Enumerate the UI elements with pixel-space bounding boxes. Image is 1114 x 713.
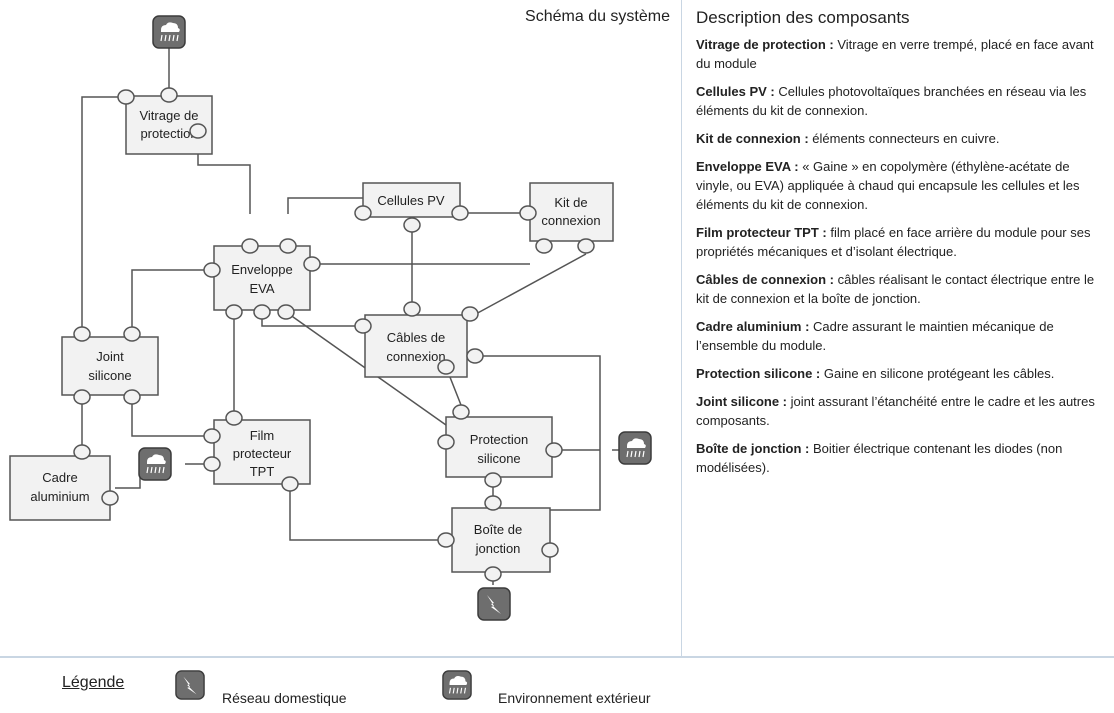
node-vitrage-label-2: protection — [140, 126, 197, 141]
description-term: Câbles de connexion : — [696, 272, 834, 287]
node-enveloppe-label-1: Enveloppe — [231, 262, 292, 277]
node-cadre-label-1: Cadre — [42, 470, 77, 485]
node-film: Film protecteur TPT — [213, 419, 311, 485]
description-term: Boîte de jonction : — [696, 441, 810, 456]
node-enveloppe: Enveloppe EVA — [213, 245, 311, 311]
description-text: Vitrage en verre trempé, placé en face a… — [696, 37, 1094, 71]
legend-title: Légende — [62, 674, 125, 691]
node-film-label-2: protecteur — [233, 446, 292, 461]
wire-joint-film — [131, 397, 212, 437]
node-joint: Joint silicone — [61, 336, 159, 396]
description-term: Protection silicone : — [696, 366, 821, 381]
description-item: Boîte de jonction : Boitier électrique c… — [696, 439, 1108, 477]
description-item: Joint silicone : joint assurant l’étanch… — [696, 392, 1108, 430]
description-text: câbles réalisant le contact électrique e… — [696, 272, 1095, 306]
node-kit-label-2: connexion — [541, 213, 600, 228]
description-text: joint assurant l’étanchéité entre le cad… — [696, 394, 1095, 428]
connections — [81, 48, 619, 585]
description-text: Gaine en silicone protégeant les câbles. — [820, 366, 1055, 381]
diagram-title: Schéma du système — [525, 8, 670, 25]
description-term: Film protecteur TPT : — [696, 225, 827, 240]
node-protection-label-2: silicone — [477, 451, 520, 466]
wire-enveloppe-cables — [261, 312, 363, 327]
node-boite-label-2: jonction — [475, 541, 521, 556]
description-text: Cadre assurant le maintien mécanique de … — [696, 319, 1054, 353]
node-joint-label-1: Joint — [96, 349, 124, 364]
node-protection-label-1: Protection — [470, 432, 529, 447]
description-text: « Gaine » en copolymère (éthylène-acétat… — [696, 159, 1080, 212]
node-film-label-3: TPT — [250, 464, 275, 479]
node-kit-label-1: Kit de — [554, 195, 587, 210]
lightning-bolt-icon — [175, 670, 205, 700]
description-term: Vitrage de protection : — [696, 37, 834, 52]
components-description: Description des composants Vitrage de pr… — [696, 8, 1108, 486]
description-item: Protection silicone : Gaine en silicone … — [696, 364, 1108, 383]
description-item: Kit de connexion : éléments connecteurs … — [696, 129, 1108, 148]
node-film-label-1: Film — [250, 428, 275, 443]
description-text: Boitier électrique contenant les diodes … — [696, 441, 1063, 475]
description-term: Cellules PV : — [696, 84, 775, 99]
node-kit: Kit de connexion — [529, 182, 614, 242]
description-text: film placé en face arrière du module pou… — [696, 225, 1091, 259]
description-list: Vitrage de protection : Vitrage en verre… — [696, 35, 1108, 477]
horizontal-divider — [0, 656, 1114, 658]
node-cadre-label-2: aluminium — [30, 489, 89, 504]
wire-cables-boite — [475, 355, 601, 511]
description-item: Enveloppe EVA : « Gaine » en copolymère … — [696, 157, 1108, 214]
description-item: Vitrage de protection : Vitrage en verre… — [696, 35, 1108, 73]
legend-environment-label: Environnement extérieur — [498, 690, 651, 706]
node-cellules: Cellules PV — [362, 182, 461, 218]
system-diagram: Schéma du système — [9, 8, 670, 621]
wire-vitrage-joint — [81, 96, 126, 329]
description-item: Câbles de connexion : câbles réalisant l… — [696, 270, 1108, 308]
node-enveloppe-label-2: EVA — [249, 281, 274, 296]
node-joint-label-2: silicone — [88, 368, 131, 383]
ports — [73, 87, 595, 582]
description-term: Joint silicone : — [696, 394, 788, 409]
description-item: Cellules PV : Cellules photovoltaïques b… — [696, 82, 1108, 120]
node-cadre: Cadre aluminium — [9, 455, 111, 521]
weather-rain-icon — [442, 670, 472, 700]
diagram-canvas: Vitrage de protection Cellules PV Kit de… — [9, 15, 652, 621]
wire-enveloppe-cellules — [287, 197, 363, 214]
legend: Légende Réseau domestique Environnement … — [0, 660, 1114, 713]
description-title: Description des composants — [696, 8, 910, 27]
description-term: Enveloppe EVA : — [696, 159, 799, 174]
weather-rain-icon — [618, 431, 652, 465]
description-term: Cadre aluminium : — [696, 319, 810, 334]
wire-enveloppe-joint — [131, 269, 212, 329]
description-item: Cadre aluminium : Cadre assurant le main… — [696, 317, 1108, 355]
description-item: Film protecteur TPT : film placé en face… — [696, 223, 1108, 261]
node-vitrage-label-1: Vitrage de — [139, 108, 198, 123]
weather-rain-icon — [138, 447, 172, 481]
node-boite: Boîte de jonction — [451, 507, 551, 573]
node-cables-label-1: Câbles de — [387, 330, 446, 345]
node-cellules-label: Cellules PV — [377, 193, 445, 208]
legend-grid-label: Réseau domestique — [222, 690, 347, 706]
lightning-bolt-icon — [477, 587, 511, 621]
node-protection: Protection silicone — [445, 416, 553, 478]
description-text: éléments connecteurs en cuivre. — [808, 131, 1000, 146]
wire-kit-cables — [473, 253, 587, 316]
wire-film-boite — [289, 484, 444, 541]
node-boite-label-1: Boîte de — [474, 522, 522, 537]
wire-env-cadre — [115, 476, 141, 489]
vertical-divider — [681, 0, 682, 656]
description-term: Kit de connexion : — [696, 131, 809, 146]
description-text: Cellules photovoltaïques branchées en ré… — [696, 84, 1087, 118]
weather-rain-icon — [152, 15, 186, 49]
node-cables-label-2: connexion — [386, 349, 445, 364]
